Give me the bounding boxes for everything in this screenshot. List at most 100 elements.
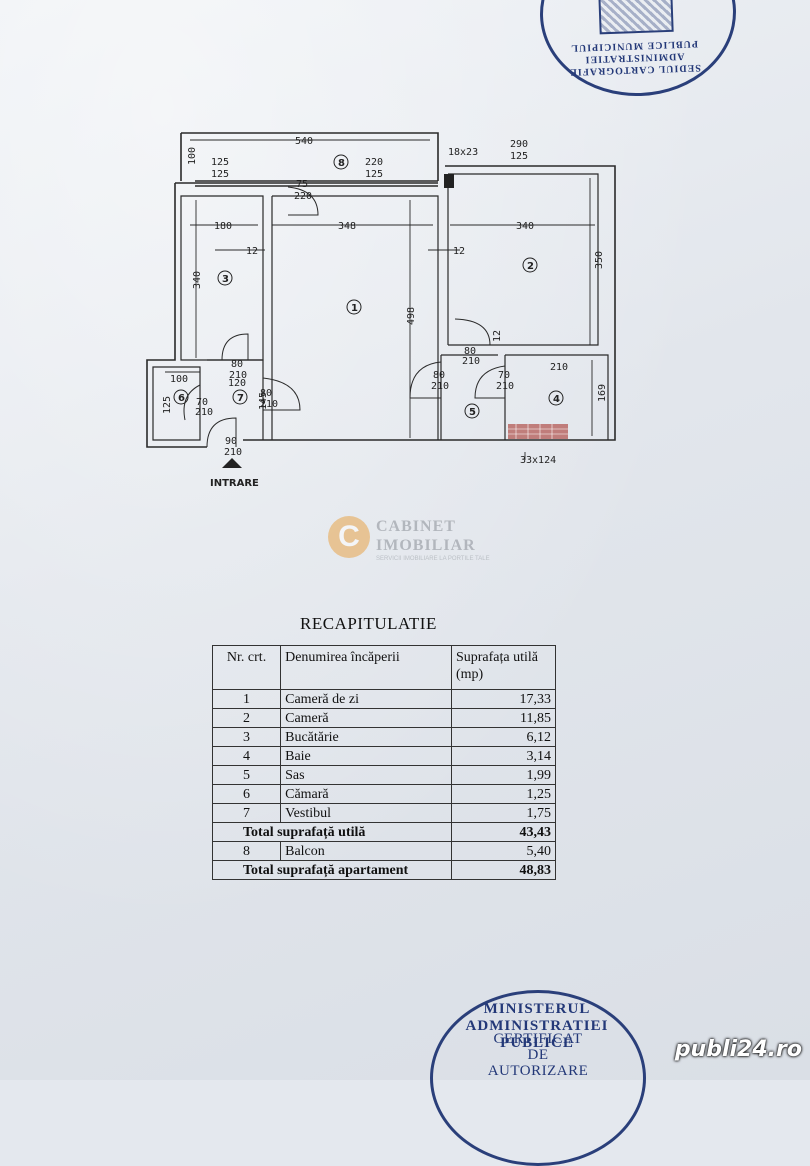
dim-text: 290: [510, 139, 528, 150]
cell-nr: 7: [211, 803, 282, 823]
dim-text: 70: [196, 397, 208, 408]
dim-text: 169: [597, 384, 608, 402]
cell-area: 3,14: [450, 746, 557, 766]
official-stamp-bottom: MINISTERUL ADMINISTRATIEI PUBLICE CERTIF…: [430, 990, 646, 1166]
cell-name: Cameră: [280, 708, 452, 728]
cell-area: 11,85: [450, 708, 557, 728]
dim-text: 125: [365, 169, 383, 180]
total-apt-label: Total suprafață apartament: [212, 860, 452, 880]
table-row: 6 Cămară 1,25: [211, 784, 557, 804]
entrance-label: INTRARE: [210, 478, 259, 489]
dim-text: 340: [192, 271, 203, 289]
room-label-2: 2: [527, 261, 534, 272]
dim-text: 33x124: [520, 455, 556, 466]
dim-text: 12: [492, 330, 503, 342]
room-label-1: 1: [351, 303, 358, 314]
cell-area: 5,40: [450, 841, 557, 861]
document-page: [0, 0, 810, 1080]
dim-text: 70: [498, 370, 510, 381]
cell-nr: 2: [211, 708, 282, 728]
dim-text: 210: [224, 447, 242, 458]
cell-area: 1,75: [450, 803, 557, 823]
floor-plan: 540 100 125 125 220 125 18x23 290 125 75…: [146, 132, 616, 489]
dim-text: 80: [260, 388, 272, 399]
dim-text: 80: [464, 346, 476, 357]
site-watermark: publi24.ro: [674, 1037, 802, 1062]
watermark-tagline: SERVICII IMOBILIARE LA PORTILE TALE: [376, 556, 490, 562]
total-util-label: Total suprafață utilă: [212, 822, 452, 842]
watermark-line2: IMOBILIAR: [376, 537, 476, 554]
dim-text: 125: [211, 157, 229, 168]
cell-area: 1,99: [450, 765, 557, 785]
room-label-5: 5: [469, 407, 476, 418]
dim-text: 210: [431, 381, 449, 392]
table-row: 7 Vestibul 1,75: [211, 803, 557, 823]
table-row: 2 Cameră 11,85: [211, 708, 557, 728]
dim-text: 498: [406, 307, 417, 325]
cell-name: Baie: [280, 746, 452, 766]
dim-text: 220: [294, 191, 312, 202]
table-row: 3 Bucătărie 6,12: [211, 727, 557, 747]
dim-text: 12: [453, 246, 465, 257]
cell-nr: 5: [211, 765, 282, 785]
header-nr: Nr. crt.: [211, 645, 282, 690]
watermark-line1: CABINET: [376, 518, 456, 535]
dim-text: 210: [550, 362, 568, 373]
cell-nr: 3: [211, 727, 282, 747]
cell-name: Cămară: [280, 784, 452, 804]
dim-text: 540: [295, 136, 313, 147]
dim-text: 125: [211, 169, 229, 180]
stamp-ring-text: MINISTERUL ADMINISTRATIEI PUBLICE: [465, 1001, 609, 1051]
recap-table: Nr. crt. Denumirea încăperii Suprafața u…: [211, 645, 557, 880]
table-row: 4 Baie 3,14: [211, 746, 557, 766]
recap-title: RECAPITULATIE: [300, 614, 437, 633]
table-header-row: Nr. crt. Denumirea încăperii Suprafața u…: [211, 645, 557, 690]
total-util-row: Total suprafață utilă 43,43: [212, 822, 557, 842]
dim-text: 210: [462, 356, 480, 367]
stamp-line-1: CERTIFICAT: [493, 1031, 583, 1047]
dim-text: 180: [214, 221, 232, 232]
room-label-4: 4: [553, 394, 560, 405]
watermark-c-icon: C: [328, 516, 370, 558]
total-util-value: 43,43: [450, 822, 557, 842]
cell-nr: 8: [211, 841, 282, 861]
dim-text: 210: [229, 370, 247, 381]
cell-area: 1,25: [450, 784, 557, 804]
dim-text: 210: [260, 399, 278, 410]
stamp-line-3: AUTORIZARE: [487, 1063, 589, 1079]
cell-area: 6,12: [450, 727, 557, 747]
stamp-line-2: DE: [527, 1047, 549, 1063]
cell-name: Cameră de zi: [280, 689, 452, 709]
dim-text: 80: [433, 370, 445, 381]
cell-name: Balcon: [280, 841, 452, 861]
dim-text: 145: [258, 392, 269, 410]
table-row: 5 Sas 1,99: [211, 765, 557, 785]
table-row: 1 Cameră de zi 17,33: [211, 689, 557, 709]
dim-text: 210: [195, 407, 213, 418]
cell-area: 17,33: [450, 689, 557, 709]
entrance-arrow-icon: [222, 458, 242, 468]
room-label-3: 3: [222, 274, 229, 285]
cell-name: Bucătărie: [280, 727, 452, 747]
dim-text: 220: [365, 157, 383, 168]
cell-nr: 4: [211, 746, 282, 766]
cell-name: Vestibul: [280, 803, 452, 823]
cell-nr: 6: [211, 784, 282, 804]
dim-text: 348: [338, 221, 356, 232]
dim-text: 100: [170, 374, 188, 385]
header-area: Suprafața utilă (mp): [450, 645, 557, 690]
dim-text: 75: [296, 179, 308, 190]
dim-text: 18x23: [448, 147, 478, 158]
dim-text: 125: [162, 396, 173, 414]
room-label-7: 7: [237, 393, 244, 404]
dim-text: 80: [231, 359, 243, 370]
cell-name: Sas: [280, 765, 452, 785]
dim-text: 210: [496, 381, 514, 392]
room-label-6: 6: [178, 393, 185, 404]
header-name: Denumirea încăperii: [280, 645, 452, 690]
total-apt-row: Total suprafață apartament 48,83: [212, 860, 557, 880]
watermark-logo: C CABINET IMOBILIAR SERVICII IMOBILIARE …: [328, 516, 498, 564]
dim-text: 12: [246, 246, 258, 257]
dim-text: 90: [225, 436, 237, 447]
room-label-8: 8: [338, 158, 345, 169]
